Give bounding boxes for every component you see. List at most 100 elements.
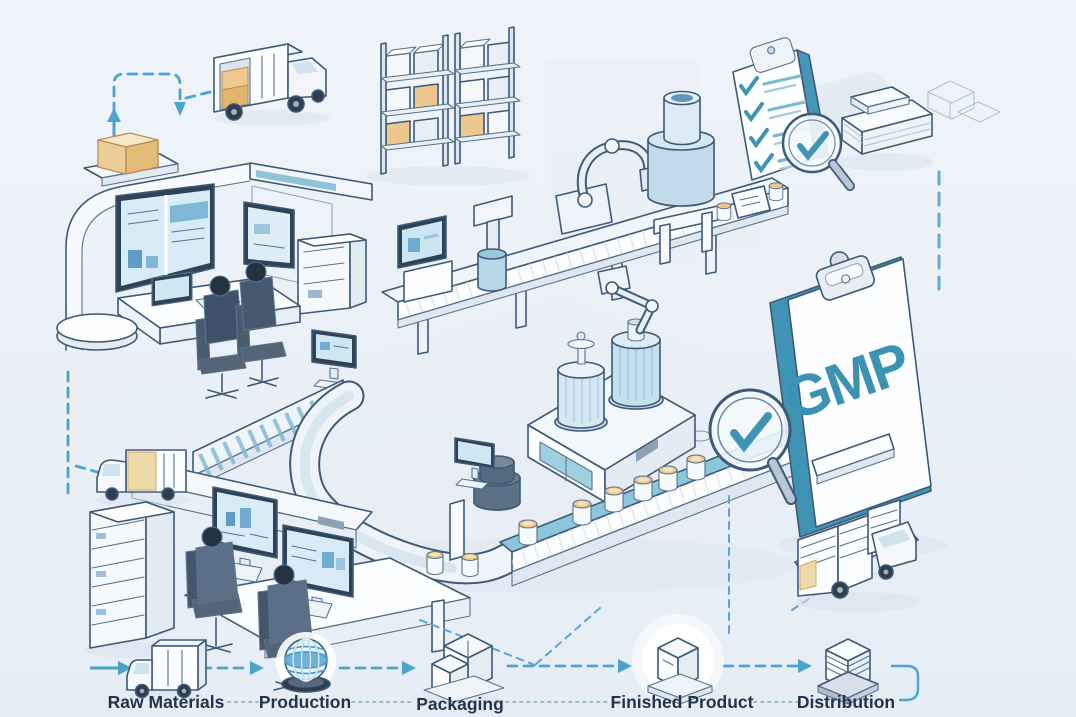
illustration-detail	[300, 638, 312, 682]
screen-widget	[226, 512, 235, 526]
illustration-detail	[380, 103, 455, 117]
illustration-detail	[461, 556, 479, 578]
illustration-detail	[380, 69, 455, 83]
operator-2	[235, 261, 287, 387]
cargo-box	[221, 84, 249, 110]
magnifier-handle	[829, 160, 854, 190]
illustration-detail	[781, 112, 843, 174]
illustration-detail	[402, 221, 442, 263]
arm-joint	[577, 192, 593, 208]
illustration-detail	[316, 334, 352, 363]
flow-icon-distribution	[810, 638, 882, 705]
screen-widget	[128, 250, 142, 268]
illustration-detail	[303, 262, 345, 269]
ceiling-light-strip	[256, 170, 336, 191]
illustration-detail	[297, 233, 351, 315]
received-package	[83, 108, 179, 187]
illustration-detail	[659, 223, 671, 265]
illustration-detail	[250, 661, 264, 675]
check-lines	[762, 74, 813, 163]
flow-icon-production	[276, 632, 336, 693]
illustration-detail	[254, 224, 270, 234]
labeling-machine	[731, 185, 771, 219]
illustration-detail	[385, 52, 411, 79]
illustration-detail	[555, 183, 613, 235]
delivery-dashed-path	[112, 72, 182, 114]
illustration-detail	[717, 397, 783, 463]
illustration-detail	[768, 185, 784, 202]
carton-tan	[459, 112, 485, 139]
illustration-detail	[454, 96, 521, 109]
illustration-detail	[686, 458, 706, 481]
illustration-detail	[284, 651, 328, 669]
illustration-detail	[816, 448, 895, 485]
illustration-detail	[291, 545, 317, 552]
illustration-detail	[249, 533, 269, 539]
vision-monitor-station	[397, 215, 453, 303]
illustration-detail	[171, 227, 205, 233]
tan-panel	[127, 451, 157, 491]
process-vessel-right	[608, 318, 664, 410]
screen-widget	[322, 552, 334, 568]
inbound-delivery	[83, 43, 330, 187]
illustration-detail	[477, 253, 507, 292]
illustration-detail	[618, 659, 632, 673]
illustration-detail	[576, 501, 588, 506]
illustration-detail	[663, 97, 701, 146]
illustration-detail	[299, 391, 457, 573]
down-arrowhead	[174, 102, 186, 116]
illustration-detail	[380, 137, 455, 151]
illustration-detail	[465, 554, 475, 559]
platform-slot	[636, 438, 658, 462]
supply-truck-small	[94, 449, 190, 507]
illustration-detail	[567, 338, 595, 350]
illustration-detail	[197, 639, 207, 691]
illustration-detail	[461, 552, 479, 578]
conveyor-leg	[515, 289, 527, 329]
illustration-detail	[455, 478, 489, 490]
check-glyph	[730, 412, 772, 453]
illustration-detail	[741, 201, 761, 207]
illustration-detail	[171, 237, 205, 243]
clipboard-clip	[749, 37, 796, 73]
illustration-detail	[91, 519, 145, 626]
audit-checklist-group	[732, 37, 933, 191]
illustration-detail	[662, 467, 674, 472]
illustration-detail	[658, 469, 678, 492]
illustration-detail	[956, 101, 1002, 123]
illustration-detail	[205, 389, 239, 399]
illustration-detail	[349, 233, 367, 309]
illustration-detail	[861, 113, 933, 155]
torso	[239, 276, 277, 331]
illustration-detail	[333, 345, 349, 349]
round-side-table	[56, 313, 138, 351]
carton-tan	[385, 120, 411, 147]
flow-icon-finished-product	[632, 614, 724, 706]
illustration-detail	[454, 62, 521, 75]
head	[201, 526, 223, 548]
flow-icon-raw-materials	[126, 639, 207, 701]
illustration-detail	[716, 202, 732, 210]
pallet	[423, 675, 505, 703]
filling-head	[473, 195, 513, 292]
illustration-detail	[385, 120, 411, 147]
illustration-detail	[96, 609, 106, 615]
illustration-detail	[458, 441, 491, 465]
illustration-detail	[522, 521, 534, 526]
illustration-detail	[477, 248, 507, 260]
illustration-detail	[604, 486, 624, 513]
illustration-detail	[402, 661, 416, 675]
illustration-detail	[826, 655, 870, 679]
illustration-detail	[686, 454, 706, 481]
illustration-detail	[139, 688, 145, 694]
illustration-detail	[184, 90, 212, 100]
tan-crate	[799, 559, 817, 591]
distribution-truck	[794, 499, 920, 612]
illustration-detail	[287, 530, 349, 592]
illustration-detail	[798, 659, 812, 673]
illustration-detail	[366, 166, 530, 186]
illustration-detail	[763, 83, 808, 171]
flow-label-packaging: Packaging	[416, 694, 504, 714]
illustration-detail	[883, 569, 889, 575]
wheel	[161, 487, 175, 501]
